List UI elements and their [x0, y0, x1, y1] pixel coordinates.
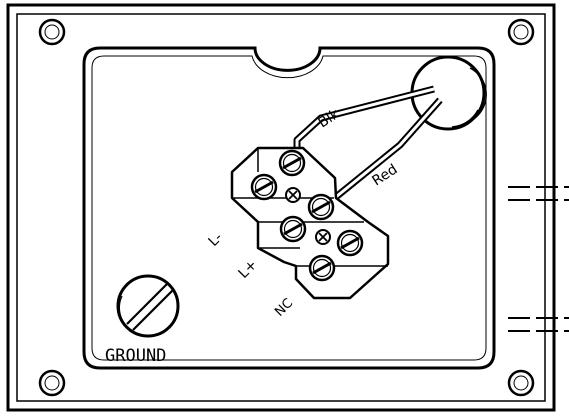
mounting-hole-top-right	[507, 18, 535, 46]
conduit-fitting-upper	[508, 186, 569, 201]
conduit-fitting-lower	[508, 317, 569, 332]
terminal-block	[230, 146, 390, 300]
screw-icon	[336, 229, 364, 257]
screw-icon	[278, 149, 306, 177]
mounting-hole-top-left	[38, 18, 66, 46]
screw-icon	[279, 215, 307, 243]
mounting-hole-bottom-left	[38, 369, 66, 397]
screw-icon	[250, 173, 278, 201]
screw-icon	[307, 193, 335, 221]
wire-blk	[293, 85, 435, 152]
wire-red	[323, 97, 443, 208]
rivet-icon	[315, 229, 331, 245]
label-ground: GROUND	[105, 346, 166, 366]
screw-icon	[308, 254, 336, 282]
mounting-hole-bottom-right	[507, 369, 535, 397]
ground-screw	[116, 274, 180, 338]
rivet-icon	[285, 187, 301, 203]
